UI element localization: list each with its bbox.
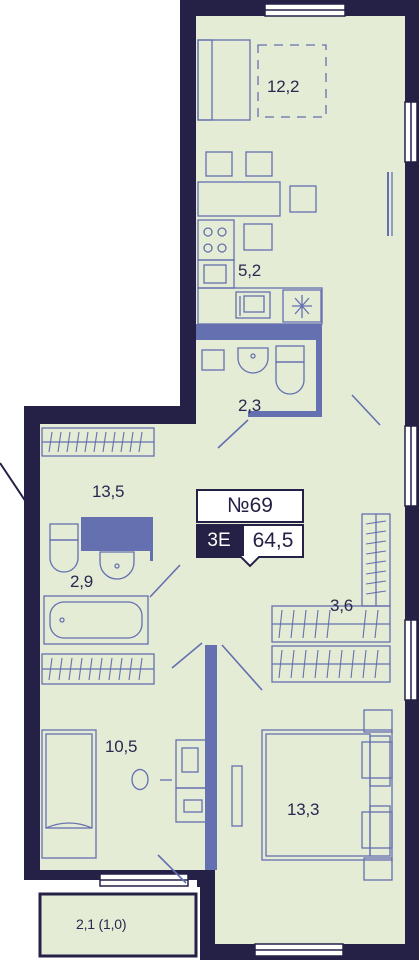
balcony xyxy=(38,892,198,958)
left-bedroom-furniture xyxy=(41,729,207,859)
room-area-bathroom-lower: 2,9 xyxy=(70,572,94,591)
wardrobe-room-storage xyxy=(271,513,391,683)
furniture xyxy=(197,39,393,325)
right-bedroom-furniture xyxy=(231,709,393,881)
room-area-kitchen: 5,2 xyxy=(238,261,262,280)
room-area-wardrobe: 3,6 xyxy=(330,596,354,615)
room-area-living: 12,2 xyxy=(267,77,300,96)
door-swings xyxy=(149,394,381,884)
bathroom-upper-fixtures xyxy=(201,345,305,395)
apartment-total-area: 64,5 xyxy=(242,524,304,558)
room-area-bedroom-left: 10,5 xyxy=(105,737,138,756)
windows xyxy=(99,3,418,957)
apartment-badge: №69 3Е 64,5 xyxy=(196,489,306,568)
hall-wardrobe xyxy=(41,427,155,457)
room-area-bathroom-upper: 2,3 xyxy=(238,396,262,415)
apartment-room-count: 3Е xyxy=(196,524,242,558)
interior-walls xyxy=(81,324,322,870)
room-area-bedroom-right: 13,3 xyxy=(287,800,320,819)
floor-area xyxy=(40,16,405,944)
badge-pointer-icon xyxy=(240,556,260,568)
entrance-door xyxy=(0,462,37,518)
room-area-balcony: 2,1 (1,0) xyxy=(76,916,127,932)
apartment-number: №69 xyxy=(196,489,304,523)
room-area-hall: 13,5 xyxy=(92,482,125,501)
bathroom-lower-fixtures xyxy=(43,523,149,645)
left-shelves xyxy=(41,653,155,685)
